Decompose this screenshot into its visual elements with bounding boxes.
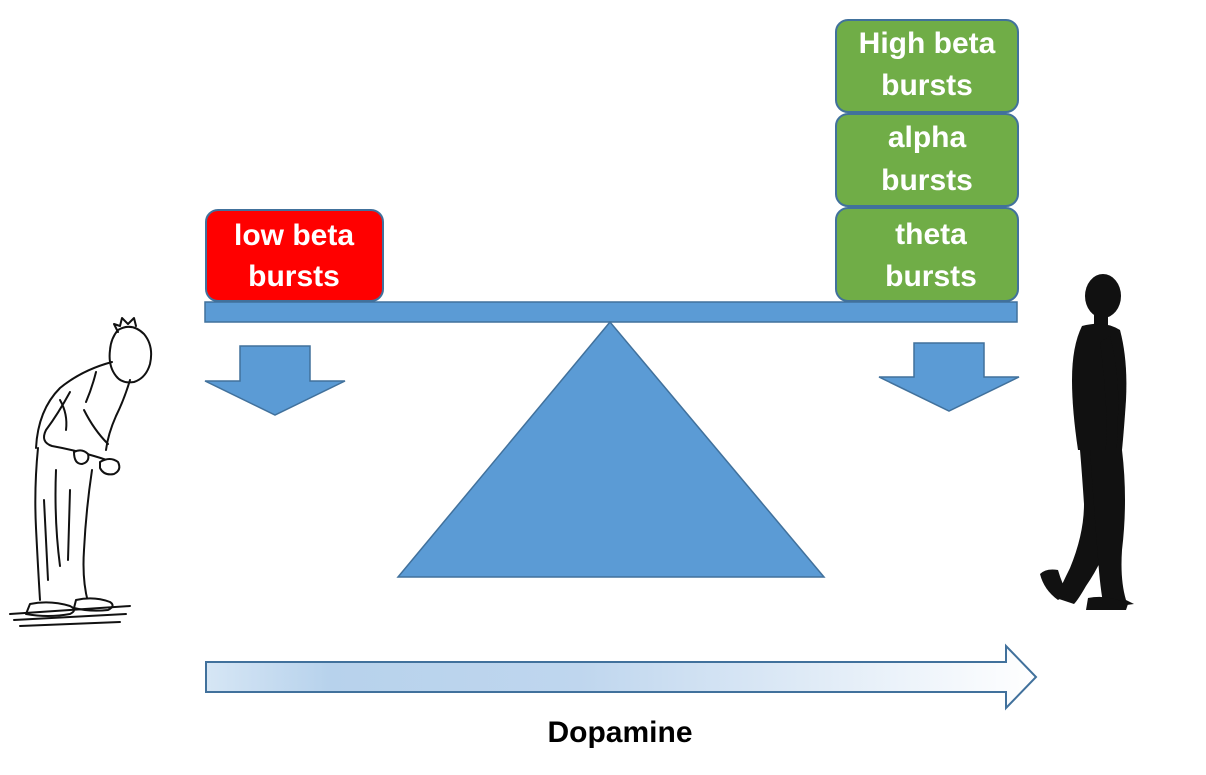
alpha-label-line2: bursts <box>881 164 973 197</box>
low-beta-box: low beta bursts <box>205 209 384 302</box>
upright-walking-person-icon <box>1040 274 1134 610</box>
high-beta-label-line1: High beta <box>859 27 996 60</box>
balance-beam <box>204 301 1018 323</box>
dopamine-label: Dopamine <box>547 716 692 749</box>
low-beta-label-line1: low beta <box>234 219 354 252</box>
dopamine-arrow <box>205 643 1038 711</box>
fulcrum-triangle <box>396 320 826 578</box>
low-beta-label-line2: bursts <box>248 260 340 293</box>
left-down-arrow <box>204 345 346 416</box>
theta-label-line1: theta <box>895 218 967 251</box>
high-beta-label-line2: bursts <box>881 69 973 102</box>
stooped-person-icon <box>9 317 153 627</box>
alpha-box: alpha bursts <box>835 113 1019 207</box>
theta-box: theta bursts <box>835 207 1019 302</box>
high-beta-box: High beta bursts <box>835 19 1019 113</box>
right-down-arrow <box>878 342 1020 412</box>
alpha-label-line1: alpha <box>888 121 967 154</box>
theta-label-line2: bursts <box>885 260 977 293</box>
